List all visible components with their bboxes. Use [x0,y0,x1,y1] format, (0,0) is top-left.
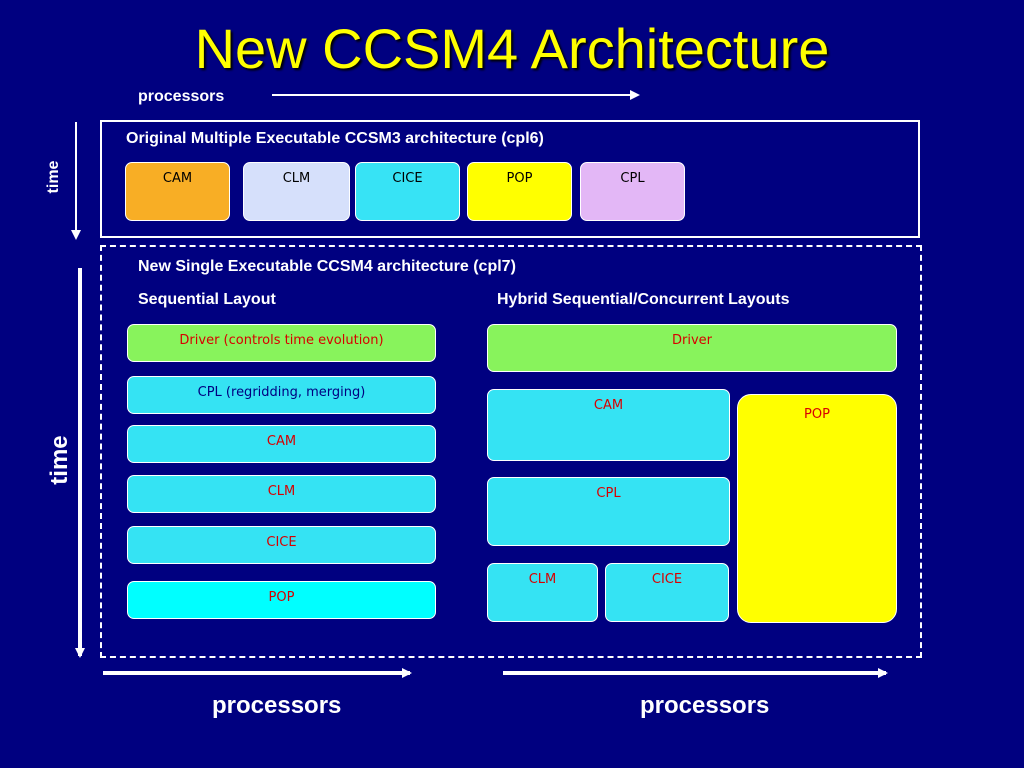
original-architecture-panel [100,120,920,238]
hybrid-layout-heading: Hybrid Sequential/Concurrent Layouts [497,291,790,308]
original-cpl-block: CPL [580,162,685,221]
main-time-label: time [46,435,73,485]
bottom-right-processors-label: processors [640,692,770,719]
original-cice-block: CICE [355,162,460,221]
hybrid-cam-block: CAM [487,389,730,461]
hybrid-cice-block: CICE [605,563,729,622]
original-clm-block: CLM [243,162,350,221]
hybrid-driver-block: Driver [487,324,897,372]
hybrid-clm-block: CLM [487,563,598,622]
original-cam-block: CAM [125,162,230,221]
seq-cpl-block: CPL (regridding, merging) [127,376,436,414]
seq-driver-block: Driver (controls time evolution) [127,324,436,362]
new-architecture-heading: New Single Executable CCSM4 architecture… [138,258,516,275]
slide-title: New CCSM4 Architecture [194,17,830,80]
seq-clm-block: CLM [127,475,436,513]
bottom-left-processors-label: processors [212,692,342,719]
original-architecture-heading: Original Multiple Executable CCSM3 archi… [126,130,544,147]
sequential-layout-heading: Sequential Layout [138,291,276,308]
hybrid-cpl-block: CPL [487,477,730,546]
original-pop-block: POP [467,162,572,221]
seq-cice-block: CICE [127,526,436,564]
top-processors-label: processors [138,88,225,105]
new-architecture-panel [100,245,922,658]
top-time-label: time [45,160,62,194]
seq-pop-block: POP [127,581,436,619]
seq-cam-block: CAM [127,425,436,463]
hybrid-pop-block: POP [737,394,897,623]
